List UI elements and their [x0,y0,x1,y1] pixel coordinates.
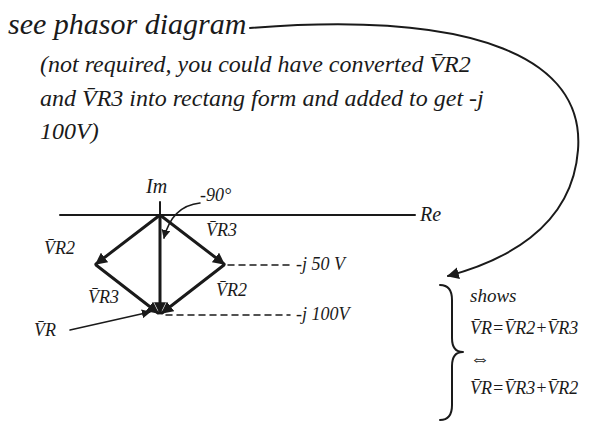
projection-value: -j 100V [296,304,350,326]
side-note: (not required, you could have converted … [40,48,490,149]
leader-line [70,312,150,330]
phasor-label: V̄R [34,320,56,342]
phasor-vr2 [96,215,160,264]
im-axis [159,202,161,215]
axis-label: Im [146,174,167,198]
equation: V̄R=V̄R3+V̄R2 [470,378,578,400]
phasor-label: V̄R3 [88,287,119,309]
phasor-vr [159,215,162,313]
phasor-label: V̄R2 [216,280,247,302]
re-axis [60,214,415,216]
phasor-label: V̄R2 [44,238,75,260]
phasor-label: V̄R3 [206,220,237,242]
equivalence-symbol: ⇔ [470,346,490,370]
phasor-vr2-shifted [162,265,224,313]
equation: V̄R=V̄R2+V̄R3 [470,318,578,340]
angle-label: -90° [200,185,231,207]
projection-value: -j 50 V [296,254,345,276]
brace [440,285,463,420]
axis-label: Re [420,202,441,226]
heading-note: see phasor diagram [8,6,246,42]
dashed-projection [228,264,290,266]
dashed-projection [166,314,290,316]
summary-text: shows [470,285,516,308]
